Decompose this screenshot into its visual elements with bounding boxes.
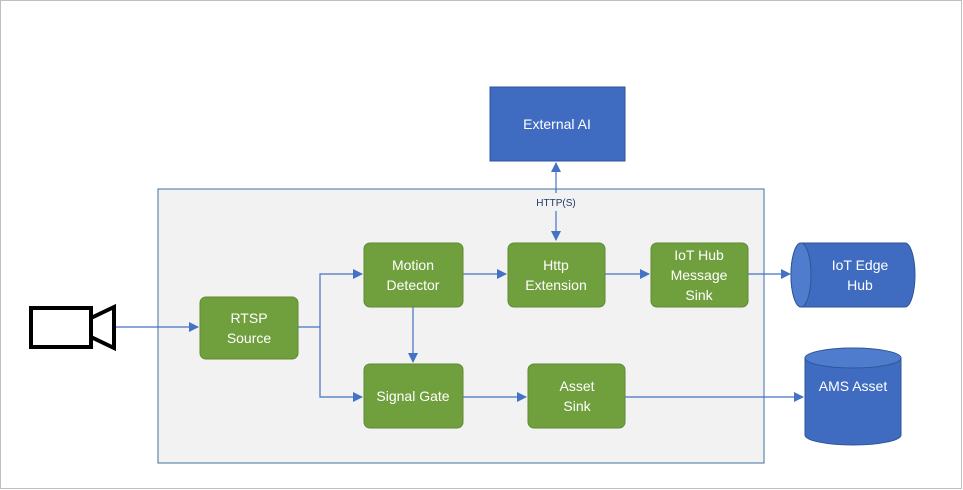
rtsp-source-label: RTSP Source	[227, 310, 272, 346]
iot-edge-hub-label-line: IoT Edge	[832, 257, 889, 273]
signal-gate-label: Signal Gate	[376, 388, 449, 404]
iot-edge-hub-label-line: Hub	[847, 277, 873, 293]
edge-rtsp-to-signal-gate	[319, 327, 363, 402]
iot-hub-message-sink-label-line: IoT Hub	[674, 247, 724, 263]
http-extension-label-line: Extension	[525, 277, 586, 293]
node-signal-gate: Signal Gate	[363, 363, 464, 429]
http-extension-label-line: Http	[543, 257, 569, 273]
iot-hub-message-sink-label-line: Sink	[685, 287, 713, 303]
external-ai-label-line: External AI	[523, 116, 591, 132]
node-ams-asset: AMS Asset	[804, 347, 902, 446]
external-ai-label: External AI	[523, 116, 591, 132]
asset-sink-label-line: Sink	[563, 398, 591, 414]
iot-hub-message-sink-label-line: Message	[671, 267, 728, 283]
edge-label-https: HTTP(S)	[536, 198, 575, 209]
rtsp-source-label-line: Source	[227, 330, 272, 346]
node-external-ai: External AI	[489, 86, 626, 162]
edges	[116, 162, 804, 402]
motion-detector-label-line: Motion	[392, 257, 434, 273]
signal-gate-label-line: Signal Gate	[376, 388, 449, 404]
rtsp-source-label-line: RTSP	[230, 310, 267, 326]
motion-detector-label-line: Detector	[387, 277, 440, 293]
ams-asset-label-line: AMS Asset	[819, 378, 888, 394]
asset-sink-label-line: Asset	[559, 378, 594, 394]
node-rtsp-source: RTSP Source	[199, 296, 299, 360]
camera-icon	[29, 303, 116, 352]
ams-asset-label: AMS Asset	[819, 378, 888, 394]
edge-rtsp-to-motion	[298, 269, 363, 328]
